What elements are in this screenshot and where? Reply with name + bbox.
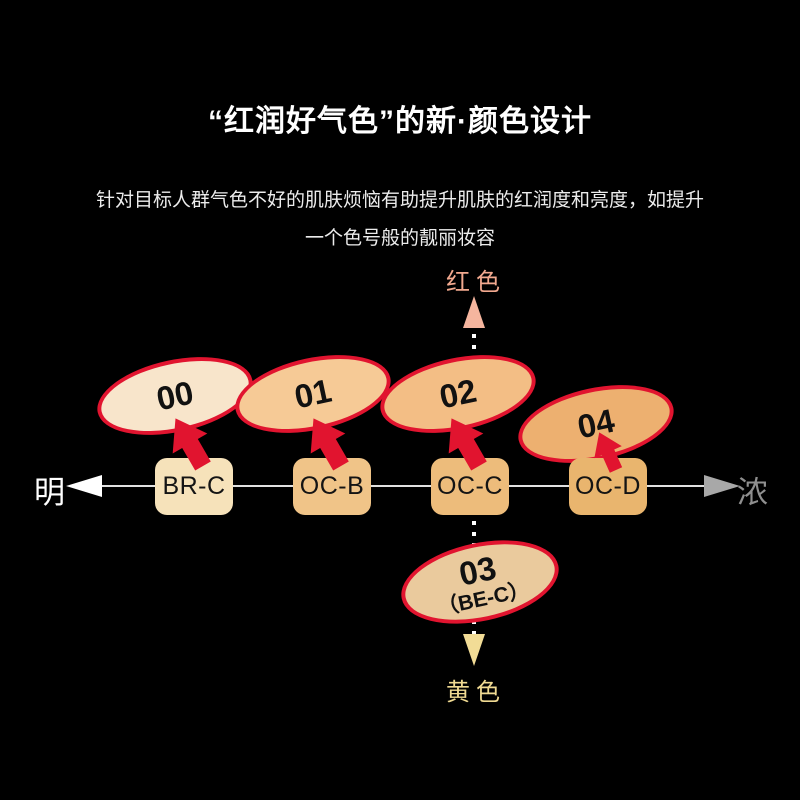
red-up-arrow-icon [463, 296, 485, 328]
shade-ellipse-03: 03 （BE-C） [393, 527, 567, 637]
bright-axis-label: 明 [34, 475, 65, 510]
page-title: “红润好气色”的新·颜色设计 [208, 105, 592, 138]
base-shade-box-oc-d: OC-D [569, 458, 647, 515]
yellow-direction-label: 黄色 [446, 679, 506, 706]
product-description: 针对目标人群气色不好的肌肤烦恼有助提升肌肤的红润度和亮度，如提升 一个色号般的靓… [0, 182, 800, 258]
deep-axis-label: 浓 [737, 475, 768, 510]
shade-ellipse-01: 01 [228, 342, 398, 446]
description-line-2: 一个色号般的靓丽妆容 [304, 228, 495, 249]
yellow-down-arrow-icon [463, 634, 485, 666]
left-arrowhead-icon [66, 475, 102, 497]
base-shade-box-br-c: BR-C [155, 458, 233, 515]
base-shade-box-oc-b: OC-B [293, 458, 371, 515]
shade-ellipse-02: 02 [373, 342, 543, 446]
horizontal-axis-line [98, 485, 712, 487]
right-arrowhead-icon [704, 475, 740, 497]
red-direction-label: 红色 [446, 269, 506, 296]
description-line-1: 针对目标人群气色不好的肌肤烦恼有助提升肌肤的红润度和亮度，如提升 [95, 190, 704, 211]
shade-ellipse-00: 00 [90, 344, 260, 448]
base-shade-box-oc-c: OC-C [431, 458, 509, 515]
